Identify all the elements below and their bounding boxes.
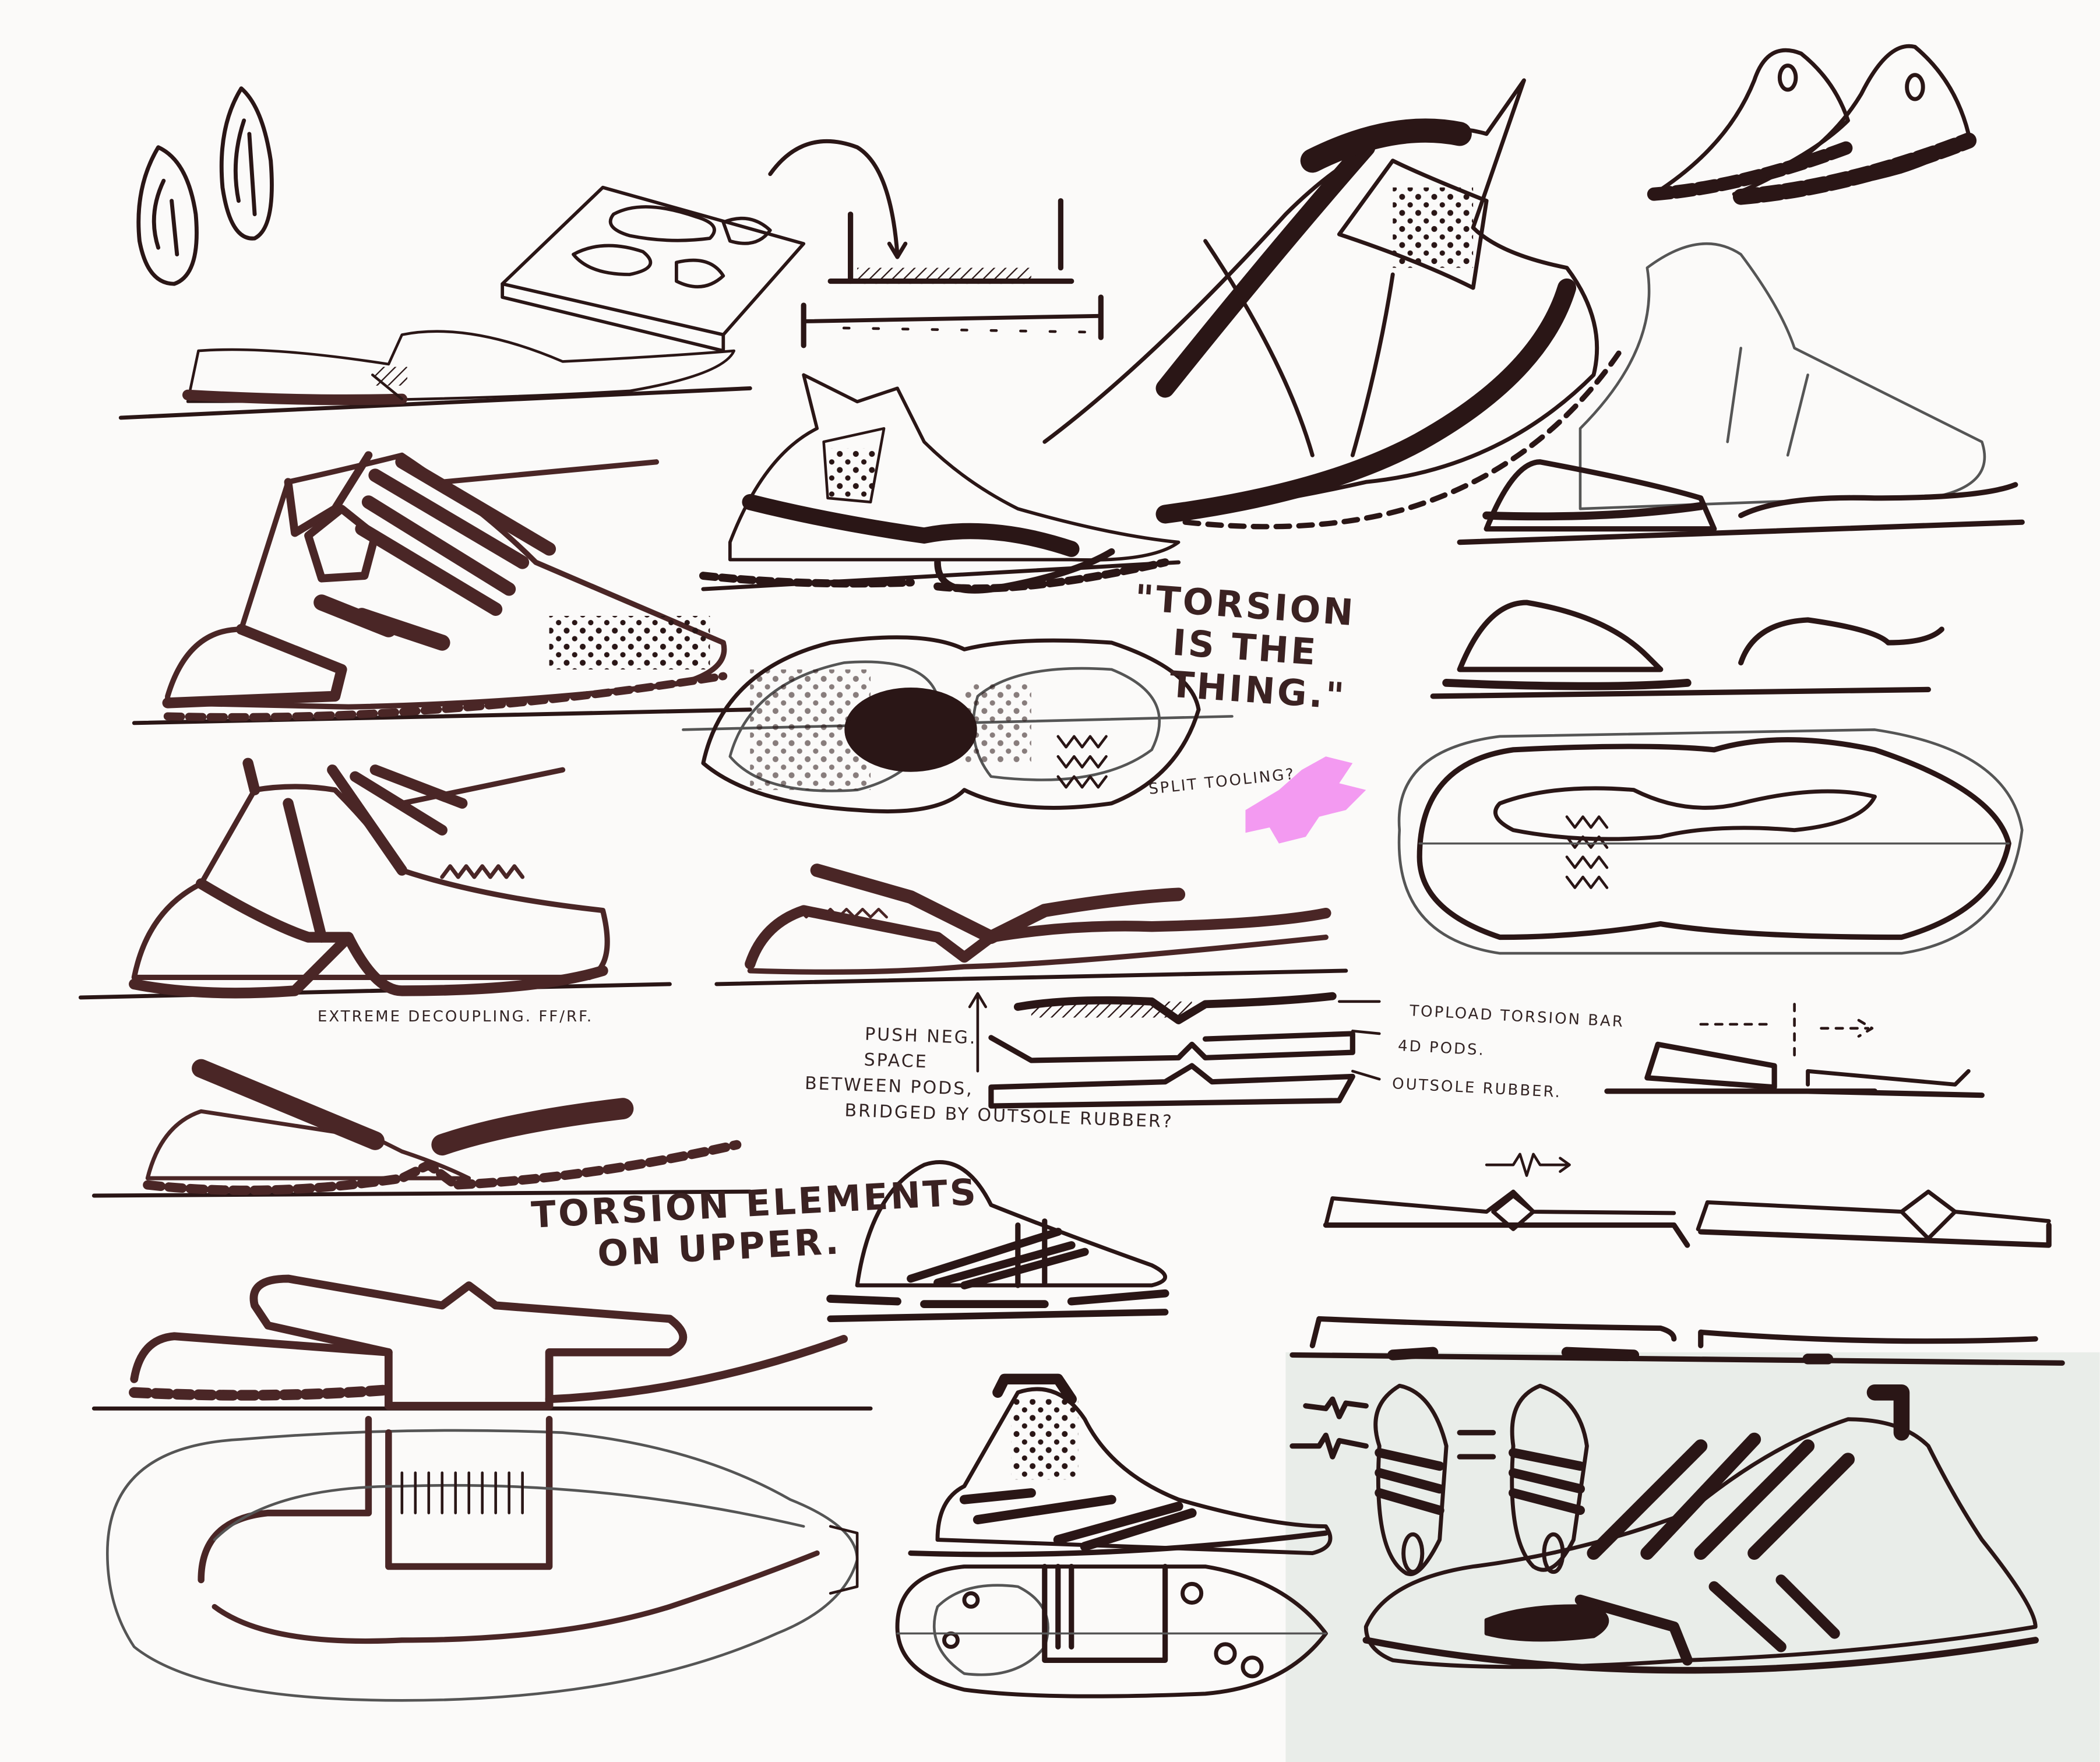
insole-sketch-small [136, 86, 274, 286]
bridged-sole-sketch-center [714, 864, 1348, 986]
high-top-sketch-main [1042, 78, 1623, 530]
pod-sole-right-3 [1323, 1153, 2052, 1248]
outsole-topview-center [682, 635, 1234, 813]
exploded-layers-sketch [968, 992, 1381, 1109]
pod-sole-right-top [1457, 459, 2025, 545]
laced-runner-sketch-overlay [1362, 1384, 2039, 1674]
push-neg-space-note: PUSH NEG. SPACE BETWEEN PODS, BRIDGED BY… [804, 1020, 1176, 1135]
high-top-sketch-faint [1578, 242, 1986, 510]
torsion-quote: "TORSION IS THE THING." [1127, 576, 1357, 718]
high-top-sketch-small-2 [1732, 44, 1977, 205]
pink-highlight-mark [1245, 756, 1366, 844]
high-top-sketch-small-1 [1647, 48, 1855, 201]
low-sole-sketch-1 [118, 330, 752, 420]
outsole-topview-right [1397, 728, 2024, 955]
pod-shoe-sketch-center [699, 373, 1181, 594]
flat-sole-right [1289, 1316, 2065, 1366]
laced-high-top-sketch [132, 451, 752, 725]
sock-high-top-sketch [908, 1373, 1333, 1557]
decoupled-sole-right-1 [1604, 1003, 1985, 1098]
wedge-sole-sketch [91, 1059, 752, 1198]
decoupled-high-top-sketch [78, 757, 672, 1000]
topview-pair-sketch [1289, 1383, 1589, 1576]
exploded-bar-sketch [768, 139, 1104, 348]
slip-on-sketch [826, 1160, 1169, 1323]
outsole-topview-bottom [895, 1563, 1328, 1698]
pod-box-sketch [501, 185, 806, 353]
outsole-topview-left [106, 1416, 859, 1702]
pod-sole-right-2 [1430, 600, 1944, 699]
overlay-sheet [1285, 1352, 2100, 1762]
extreme-decoupling-label: EXTREME DECOUPLING. FF/RF. [318, 1008, 594, 1026]
platform-sole-sketch [91, 1274, 873, 1411]
